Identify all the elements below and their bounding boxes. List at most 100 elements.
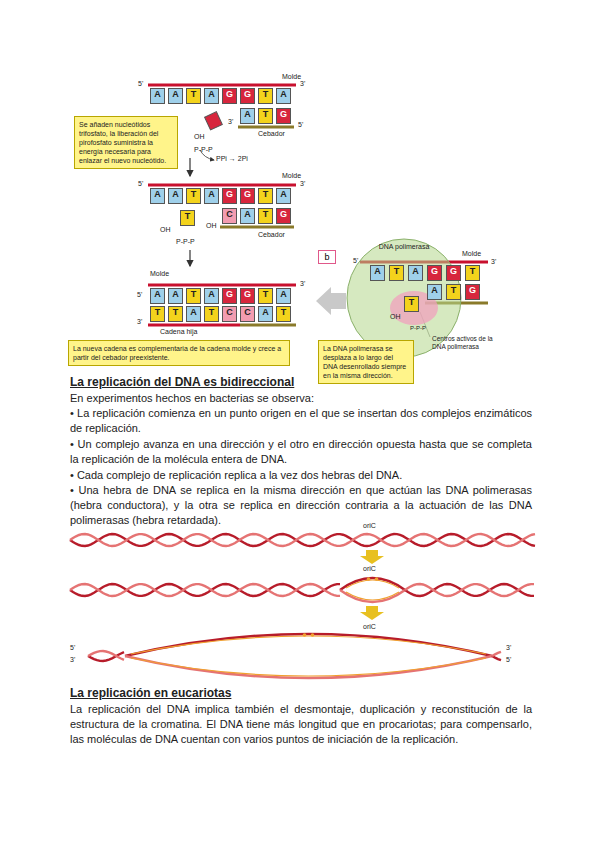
origin-dot <box>303 633 307 637</box>
figure-label: 5' <box>138 180 143 189</box>
figure-label: oriC <box>363 522 376 531</box>
dna-strand <box>346 592 399 600</box>
figure-label: oriC <box>363 623 376 632</box>
base-tile: G <box>240 288 255 304</box>
base-tile: T <box>204 306 219 322</box>
figure-label: Molde <box>282 73 301 82</box>
body-text: En experimentos hechos en bacterias se o… <box>70 391 314 406</box>
base-tile: T <box>465 265 480 281</box>
dna-strand <box>70 584 340 596</box>
figure-label: 5' <box>137 291 142 300</box>
base-tile: G <box>240 88 255 104</box>
figure-label: 5' <box>298 121 303 130</box>
body-text: • Un complejo avanza en una dirección y … <box>70 437 532 467</box>
figure-label: P-P-P <box>176 238 195 247</box>
base-tile: A <box>204 288 219 304</box>
base-tile: T <box>186 88 201 104</box>
base-tile: A <box>240 208 255 224</box>
figure-label: Cadena hija <box>160 328 197 337</box>
base-tile: A <box>186 306 201 322</box>
dna-strand <box>125 634 492 656</box>
figure-label: 5' <box>70 644 75 653</box>
base-tile: G <box>276 208 291 224</box>
section-heading: La replicación del DNA es bidireccional <box>70 375 294 390</box>
figure-label: 3' <box>491 258 496 267</box>
base-tile: T <box>258 108 273 124</box>
base-tile: A <box>370 265 385 281</box>
body-text: • Una hebra de DNA se replica en la mism… <box>70 483 532 528</box>
base-tile: A <box>168 88 183 104</box>
figure-label: 5' <box>353 257 358 266</box>
dna-strand <box>88 651 124 660</box>
dna-strand <box>405 584 534 596</box>
dna-strand <box>131 658 486 676</box>
base-tile: T <box>180 210 195 226</box>
dna-strand <box>70 584 340 596</box>
base-tile: C <box>240 306 255 322</box>
figure-label: Molde <box>282 172 301 181</box>
base-tile: G <box>427 265 442 281</box>
base-tile: A <box>276 188 291 204</box>
figure-label: 3' <box>228 118 233 127</box>
body-text: • Cada complejo de replicación replica a… <box>70 468 532 483</box>
dna-strand <box>346 580 399 588</box>
figure-label: 3' <box>300 80 305 89</box>
figure-label: Molde <box>462 250 481 259</box>
callout-text: La nueva cadena es complementaria de la … <box>73 344 285 362</box>
figure-label: Cebador <box>258 130 285 139</box>
figure-label: 3' <box>70 656 75 665</box>
base-tile: T <box>150 306 165 322</box>
base-tile: T <box>186 288 201 304</box>
dna-strand <box>340 590 405 602</box>
base-tile: T <box>276 306 291 322</box>
node-label: DNA polimerasa <box>346 238 462 250</box>
origin-dot <box>367 577 371 581</box>
base-tile: G <box>276 108 291 124</box>
base-tile: A <box>168 188 183 204</box>
base-tile: A <box>204 188 219 204</box>
base-tile: A <box>258 306 273 322</box>
dna-strand <box>340 578 405 590</box>
base-tile: G <box>465 284 480 300</box>
base-tile: T <box>389 265 404 281</box>
body-text: • La replicación comienza en un punto or… <box>70 406 532 436</box>
panel-letter-box: b <box>318 250 336 264</box>
base-tile: C <box>222 306 237 322</box>
base-tile: A <box>168 288 183 304</box>
figure-label: oriC <box>363 565 376 574</box>
callout-text: Se añaden nucleótidos trifosfato, la lib… <box>79 120 173 165</box>
figure-label: OH <box>160 226 171 235</box>
figure-label: 5' <box>506 656 511 665</box>
base-tile: G <box>240 188 255 204</box>
base-tile: T <box>168 306 183 322</box>
dna-strand <box>131 636 486 654</box>
callout-box: Se añaden nucleótidos trifosfato, la lib… <box>74 116 178 169</box>
base-tile: G <box>222 188 237 204</box>
figure-label: 3' <box>300 280 305 289</box>
callout-box: La nueva cadena es complementaria de la … <box>68 340 290 366</box>
base-tile: G <box>446 265 461 281</box>
base-tile: C <box>222 208 237 224</box>
figure-label: Cebador <box>258 231 285 240</box>
base-tile: T <box>446 284 461 300</box>
dna-strand <box>70 534 535 546</box>
section-heading: La replicación en eucariotas <box>70 686 231 701</box>
body-text: La replicación del DNA implica también e… <box>70 702 532 747</box>
base-tile: A <box>276 288 291 304</box>
figure-label: OH <box>390 313 401 322</box>
base-tile: G <box>222 88 237 104</box>
base-tile: T <box>186 188 201 204</box>
figure-label: PPi → 2Pi <box>216 155 248 164</box>
base-tile: A <box>150 288 165 304</box>
figure-label: 3' <box>137 318 142 327</box>
base-tile: T <box>258 188 273 204</box>
dna-strand <box>70 534 535 546</box>
base-tile: A <box>150 88 165 104</box>
base-tile: T <box>258 208 273 224</box>
base-tile: T <box>258 288 273 304</box>
origin-dot <box>311 633 315 637</box>
figure-label: 3' <box>506 644 511 653</box>
base-tile: A <box>427 284 442 300</box>
base-tile: A <box>240 108 255 124</box>
dna-strand <box>125 656 492 678</box>
